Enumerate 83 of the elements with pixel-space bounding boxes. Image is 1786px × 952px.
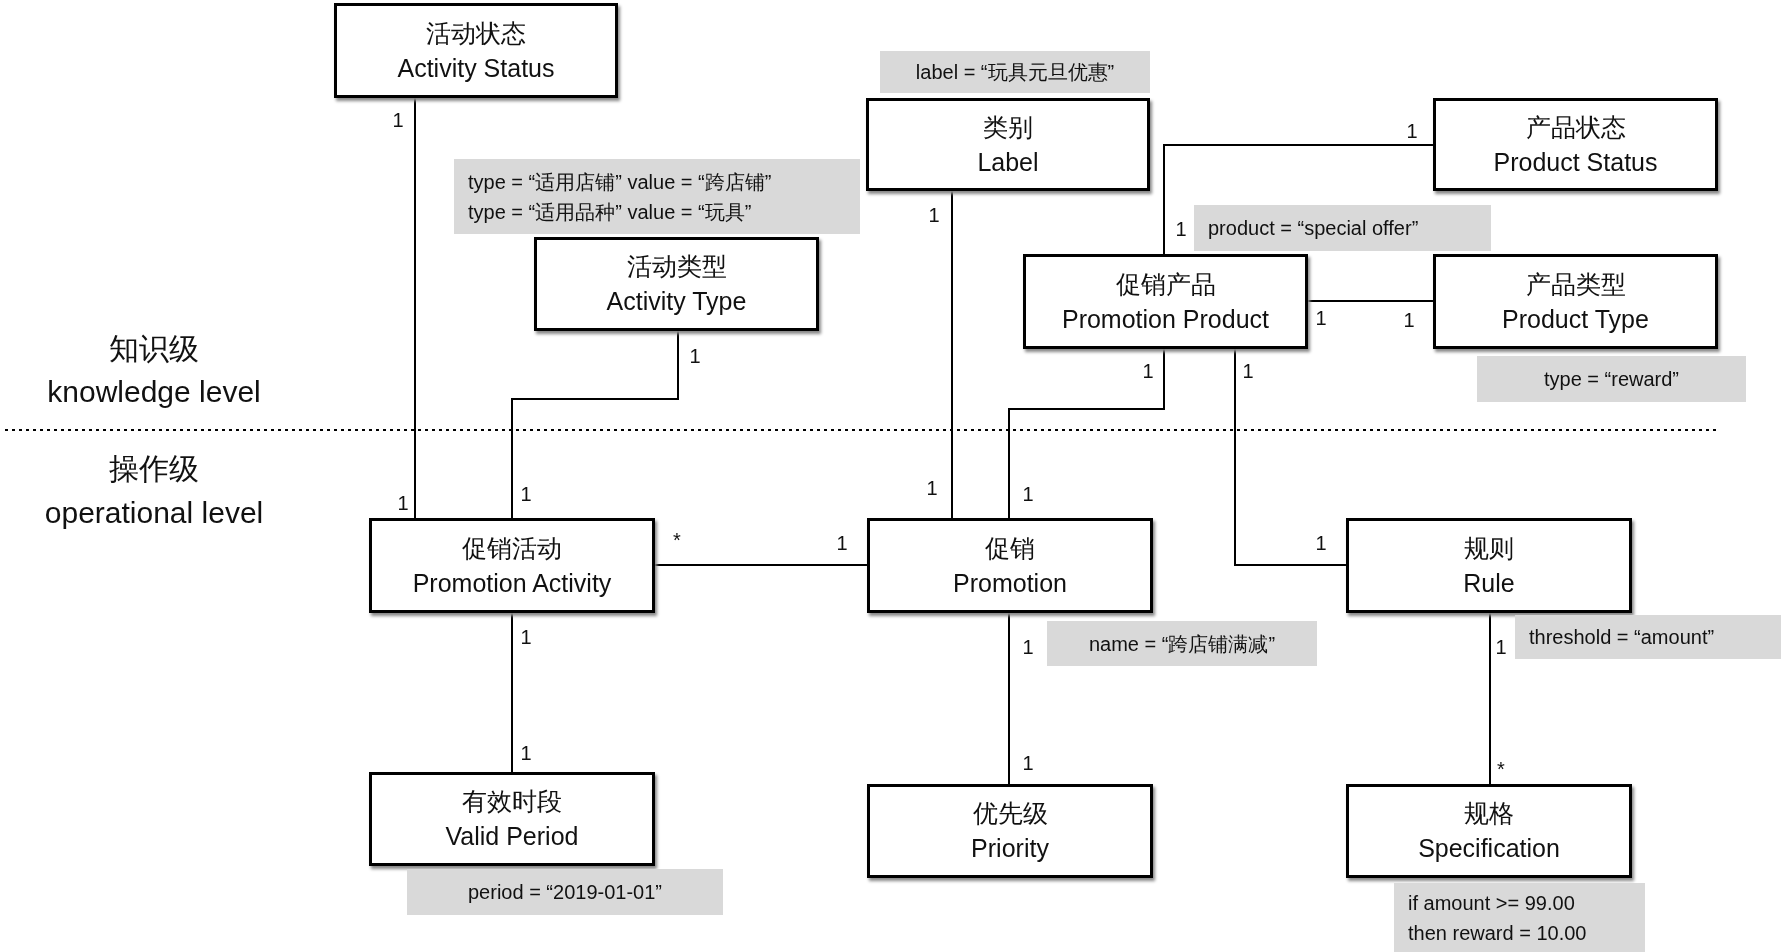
connector-line xyxy=(511,612,513,773)
class-name-english: Label xyxy=(977,146,1039,178)
class-name-chinese: 产品类型 xyxy=(1525,268,1626,300)
connector-line xyxy=(1307,300,1434,302)
class-box xyxy=(1346,784,1632,878)
class-name-english: Valid Period xyxy=(445,821,579,852)
class-name-chinese: 规则 xyxy=(1464,532,1514,564)
class-box xyxy=(867,518,1153,613)
multiplicity-label: 1 xyxy=(926,476,938,500)
attribute-note: product = “special offer” xyxy=(1208,216,1419,241)
class-box xyxy=(867,784,1153,878)
connector-line xyxy=(1489,612,1491,785)
class-box xyxy=(334,3,618,98)
connector-line xyxy=(414,97,416,519)
attribute-note: then reward = 10.00 xyxy=(1408,920,1587,946)
attribute-note: label = “玩具元旦优惠” xyxy=(915,60,1115,85)
class-name-english: Rule xyxy=(1463,567,1515,599)
class-name-chinese: 类别 xyxy=(983,111,1033,143)
multiplicity-label: 1 xyxy=(1495,635,1507,659)
connector-line xyxy=(1163,144,1434,255)
multiplicity-label: 1 xyxy=(1022,751,1034,775)
multiplicity-label: 1 xyxy=(520,741,532,765)
multiplicity-label: * xyxy=(1497,757,1505,781)
class-name-chinese: 规格 xyxy=(1464,798,1514,829)
level-label: 操作级 xyxy=(109,450,199,487)
class-name-english: Product Status xyxy=(1493,146,1658,178)
multiplicity-label: 1 xyxy=(392,108,404,132)
class-name-english: Promotion Product xyxy=(1061,303,1269,335)
connector-line xyxy=(1008,612,1010,785)
class-box xyxy=(1023,254,1308,349)
class-name-english: Activity Status xyxy=(397,52,555,84)
connector-line xyxy=(654,564,868,566)
level-label: 知识级 xyxy=(109,330,199,367)
class-name-english: Specification xyxy=(1418,833,1560,864)
multiplicity-label: 1 xyxy=(1315,306,1327,330)
connector-line xyxy=(511,330,679,519)
class-name-chinese: 活动类型 xyxy=(626,251,727,282)
class-box xyxy=(1433,254,1718,349)
multiplicity-label: 1 xyxy=(1142,359,1154,383)
connector-line xyxy=(951,190,953,519)
multiplicity-label: 1 xyxy=(1242,359,1254,383)
class-box xyxy=(534,237,819,331)
class-box xyxy=(1346,518,1632,613)
level-label: operational level xyxy=(44,496,264,530)
multiplicity-label: 1 xyxy=(1175,217,1187,241)
multiplicity-label: 1 xyxy=(1315,531,1327,555)
class-name-chinese: 促销产品 xyxy=(1115,268,1216,300)
multiplicity-label: 1 xyxy=(520,482,532,506)
class-name-chinese: 有效时段 xyxy=(462,786,562,817)
multiplicity-label: 1 xyxy=(1406,119,1418,143)
class-name-chinese: 活动状态 xyxy=(426,17,526,49)
class-name-chinese: 优先级 xyxy=(972,798,1048,829)
multiplicity-label: * xyxy=(673,528,681,552)
multiplicity-label: 1 xyxy=(1022,482,1034,506)
multiplicity-label: 1 xyxy=(928,203,940,227)
connector-line xyxy=(1008,348,1165,519)
attribute-note: type = “reward” xyxy=(1543,367,1680,392)
level-label: knowledge level xyxy=(47,375,261,409)
multiplicity-label: 1 xyxy=(1403,308,1415,332)
class-name-chinese: 促销活动 xyxy=(462,532,562,564)
multiplicity-label: 1 xyxy=(397,491,409,515)
connector-line xyxy=(1234,348,1347,566)
multiplicity-label: 1 xyxy=(1022,635,1034,659)
attribute-note: name = “跨店铺满减” xyxy=(1088,631,1276,657)
class-box xyxy=(866,98,1150,191)
attribute-note: period = “2019-01-01” xyxy=(468,880,662,905)
attribute-note: if amount >= 99.00 xyxy=(1408,890,1575,916)
multiplicity-label: 1 xyxy=(520,625,532,649)
class-name-chinese: 促销 xyxy=(985,532,1035,564)
class-name-english: Priority xyxy=(971,833,1049,864)
class-name-english: Product Type xyxy=(1502,303,1649,335)
class-name-english: Promotion xyxy=(953,567,1067,599)
attribute-note: type = “适用品种” value = “玩具” xyxy=(468,199,752,225)
multiplicity-label: 1 xyxy=(836,531,848,555)
class-name-english: Activity Type xyxy=(606,286,747,317)
multiplicity-label: 1 xyxy=(689,344,701,368)
class-box xyxy=(369,772,655,866)
class-name-chinese: 产品状态 xyxy=(1525,111,1626,143)
class-name-english: Promotion Activity xyxy=(412,567,612,599)
attribute-note: threshold = “amount” xyxy=(1529,625,1715,650)
attribute-note: type = “适用店铺” value = “跨店铺” xyxy=(468,169,772,195)
class-box xyxy=(369,518,655,613)
class-box xyxy=(1433,98,1718,191)
